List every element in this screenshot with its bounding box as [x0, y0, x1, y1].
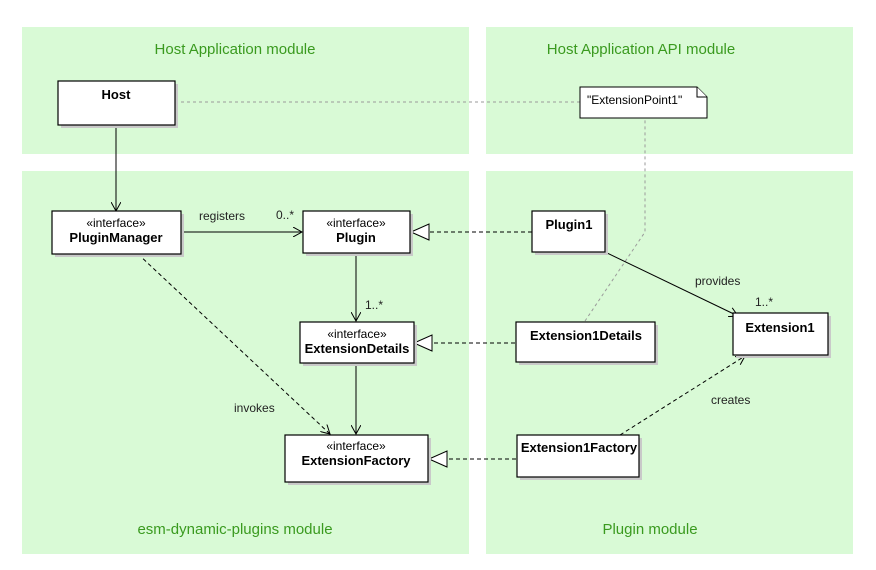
plugin-interface[interactable]: «interface» Plugin [302, 210, 413, 256]
details-multiplicity: 1..* [365, 298, 383, 312]
host-class-name: Host [102, 87, 132, 102]
plugin-stereotype: «interface» [326, 216, 386, 230]
pluginmanager-stereotype: «interface» [86, 216, 146, 230]
extensionfactory-stereotype: «interface» [326, 439, 386, 453]
pluginmanager-class-name: PluginManager [69, 230, 162, 245]
provides-label: provides [695, 274, 740, 288]
plugin-module-title: Plugin module [602, 521, 697, 538]
extensionpoint-note-text: "ExtensionPoint1" [587, 93, 682, 107]
plugin1-class-name: Plugin1 [546, 217, 593, 232]
creates-label: creates [711, 393, 750, 407]
extensionpoint-note[interactable]: "ExtensionPoint1" [579, 86, 708, 119]
plugin1-class[interactable]: Plugin1 [531, 210, 608, 255]
host-api-module-title: Host Application API module [547, 41, 735, 58]
pluginmanager-class[interactable]: «interface» PluginManager [51, 210, 184, 257]
extension1-class-name: Extension1 [745, 320, 814, 335]
extension1-class[interactable]: Extension1 [732, 312, 831, 358]
extensiondetails-stereotype: «interface» [327, 327, 387, 341]
pluginmanager-invokes-extensionfactory [137, 253, 330, 434]
extensionfactory-interface[interactable]: «interface» ExtensionFactory [284, 434, 431, 485]
registers-label: registers [199, 209, 245, 223]
extension1factory-class-name: Extension1Factory [521, 440, 638, 455]
extensiondetails-interface[interactable]: «interface» ExtensionDetails [299, 321, 417, 366]
invokes-label: invokes [234, 401, 275, 415]
host-class[interactable]: Host [57, 80, 178, 128]
host-app-module-title: Host Application module [155, 41, 316, 58]
esm-module-title: esm-dynamic-plugins module [137, 521, 332, 538]
registers-multiplicity: 0..* [276, 208, 294, 222]
extension1details-class-name: Extension1Details [530, 328, 642, 343]
extension1factory-class[interactable]: Extension1Factory [516, 434, 642, 480]
extension1details-class[interactable]: Extension1Details [515, 321, 658, 365]
extensiondetails-interface-name: ExtensionDetails [305, 341, 410, 356]
provides-multiplicity: 1..* [755, 295, 773, 309]
extension1factory-creates-extension1 [619, 356, 745, 436]
plugin-interface-name: Plugin [336, 230, 376, 245]
extensionfactory-interface-name: ExtensionFactory [301, 453, 411, 468]
plugin1-provides-extension1 [604, 251, 738, 316]
